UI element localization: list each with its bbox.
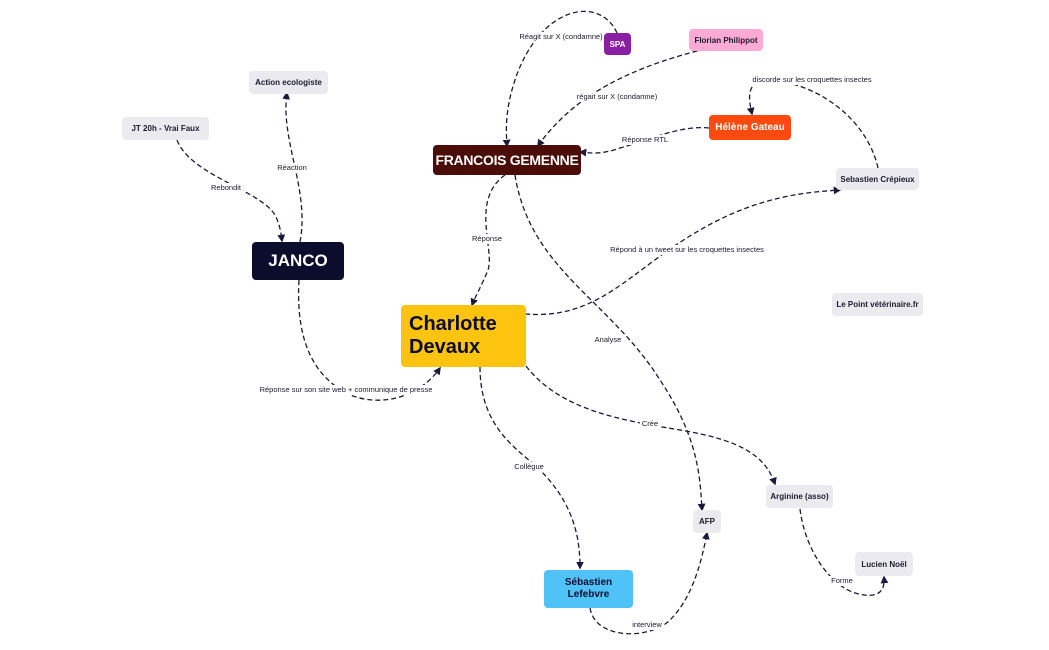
edge-label-discorde: discorde sur les croquettes insectes <box>750 75 874 85</box>
edge-label-rebondit: Rebondit <box>208 183 244 193</box>
edge-label-collegue: Collègue <box>512 462 546 472</box>
edge-francois-afp <box>514 174 706 512</box>
edge-sebastienl-afp <box>589 531 710 635</box>
edge-spa-francois <box>502 10 618 148</box>
edge-charlotte-arginine <box>525 365 777 486</box>
node-janco[interactable]: JANCO <box>252 242 344 280</box>
edge-label-analyse: Analyse <box>592 335 624 345</box>
node-le-point-veterinaire[interactable]: Le Point vétérinaire.fr <box>832 293 923 316</box>
edge-label-reponse: Réponse <box>469 234 505 244</box>
node-lucien-noel[interactable]: Lucien Noël <box>855 552 913 576</box>
edge-florian-francois <box>537 48 706 148</box>
node-charlotte-devaux[interactable]: Charlotte Devaux <box>401 305 526 367</box>
edge-janco-charlotte <box>297 279 441 401</box>
edge-label-reponse-site: Réponse sur son site web + communique de… <box>257 385 435 395</box>
node-action-ecologiste[interactable]: Action ecologiste <box>249 71 328 94</box>
node-florian-philippot[interactable]: Florian Philippot <box>689 29 763 51</box>
edge-label-cree: Crée <box>639 419 661 429</box>
node-helene-gateau[interactable]: Hélène Gateau <box>709 115 791 140</box>
edge-label-forme: Forme <box>829 576 855 586</box>
edge-janco-action <box>282 91 303 243</box>
node-jt-20h-vrai-faux[interactable]: JT 20h - Vrai Faux <box>122 117 209 140</box>
edge-label-reagit-florian: régait sur X (condamne) <box>574 92 660 102</box>
node-sebastien-lefebvre[interactable]: Sébastien Lefebvre <box>544 570 633 608</box>
node-arginine-asso[interactable]: Arginine (asso) <box>766 485 833 508</box>
node-spa[interactable]: SPA <box>604 33 631 55</box>
edge-label-reponse-rtl: Réponse RTL <box>619 135 671 145</box>
edge-label-reaction: Réaction <box>275 163 309 173</box>
edge-francois-charlotte <box>470 174 506 307</box>
node-sebastien-crepieux[interactable]: Sebastien Crépieux <box>836 168 919 190</box>
edge-label-interview: interview <box>630 620 664 630</box>
node-francois-gemenne[interactable]: FRANCOIS GEMENNE <box>433 145 581 175</box>
edge-charlotte-sebastienc <box>524 186 842 316</box>
edge-label-reagit-spa: Réagit sur X (condamne) <box>517 32 605 42</box>
edge-helene-francois <box>578 126 710 157</box>
node-afp[interactable]: AFP <box>693 510 721 533</box>
edge-label-repond-tweet: Répond à un tweet sur les croquettes ins… <box>608 245 766 255</box>
